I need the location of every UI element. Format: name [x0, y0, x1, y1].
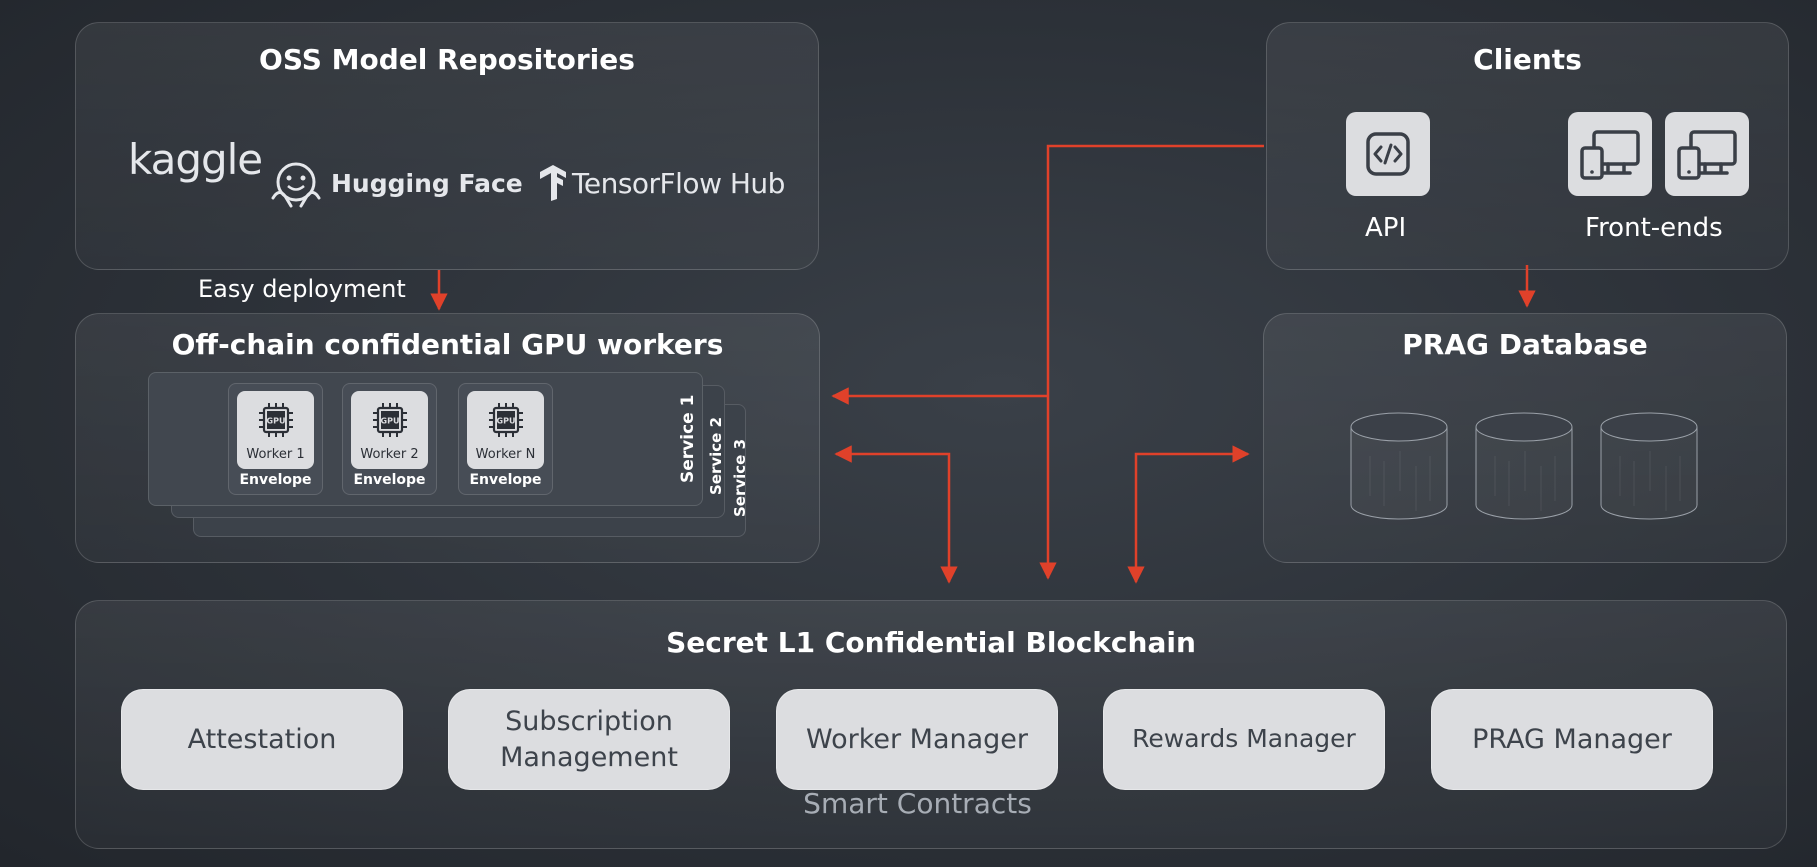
worker-label: Worker 1: [246, 447, 305, 462]
envelope-label: Envelope: [353, 472, 426, 488]
worker-card: GPU Worker N: [467, 391, 544, 469]
frontends-label: Front-ends: [1585, 213, 1723, 243]
gpu-chip-icon: GPU: [259, 403, 293, 437]
attestation-contract[interactable]: Attestation: [121, 689, 403, 790]
prag-manager-contract[interactable]: PRAG Manager: [1431, 689, 1713, 790]
clients-panel: Clients API Front-ends: [1266, 22, 1789, 270]
subscription-management-contract[interactable]: Subscription Management: [448, 689, 730, 790]
gpu-workers-title: Off-chain confidential GPU workers: [171, 328, 724, 361]
hugging-face-logo: Hugging Face: [331, 169, 523, 198]
hugging-face-icon: [271, 162, 321, 208]
envelope: GPU Worker 2 Envelope: [342, 383, 437, 495]
frontend-client[interactable]: [1665, 112, 1749, 196]
prag-database-title: PRAG Database: [1402, 328, 1648, 361]
arrow-workers-blockchain: [834, 445, 958, 584]
envelope-label: Envelope: [469, 472, 542, 488]
arrow-clients-trunk: [1039, 144, 1264, 580]
api-label: API: [1365, 213, 1407, 243]
frontend-client[interactable]: [1568, 112, 1652, 196]
service-2-label: Service 2: [707, 416, 725, 495]
worker-label: Worker N: [475, 447, 536, 462]
gpu-chip-label: GPU: [267, 417, 286, 426]
oss-repositories-title: OSS Model Repositories: [259, 43, 635, 76]
envelope: GPU Worker N Envelope: [458, 383, 553, 495]
api-client[interactable]: [1346, 112, 1430, 196]
gpu-chip-icon: GPU: [373, 403, 407, 437]
gpu-chip-label: GPU: [497, 417, 516, 426]
envelope-label: Envelope: [239, 472, 312, 488]
worker-card: GPU Worker 2: [351, 391, 428, 469]
blockchain-panel: Secret L1 Confidential Blockchain Attest…: [75, 600, 1787, 849]
kaggle-logo: kaggle: [128, 135, 263, 184]
database-icon: [1475, 412, 1573, 520]
blockchain-title: Secret L1 Confidential Blockchain: [666, 626, 1196, 659]
tensorflow-hub-logo: TensorFlow Hub: [572, 167, 785, 200]
gpu-chip-icon: GPU: [489, 403, 523, 437]
device-icon: [1677, 130, 1737, 180]
database-icon: [1350, 412, 1448, 520]
gpu-chip-label: GPU: [381, 417, 400, 426]
worker-label: Worker 2: [360, 447, 419, 462]
code-icon: [1366, 132, 1410, 176]
gpu-workers-panel: Off-chain confidential GPU workers Servi…: [75, 313, 820, 563]
envelope: GPU Worker 1 Envelope: [228, 383, 323, 495]
easy-deployment-label: Easy deployment: [198, 275, 406, 303]
device-icon: [1580, 130, 1640, 180]
service-3-label: Service 3: [731, 438, 749, 517]
service-1-label: Service 1: [678, 394, 698, 483]
smart-contracts-label: Smart Contracts: [803, 787, 1032, 820]
arrow-prag-blockchain: [1127, 445, 1250, 584]
worker-manager-contract[interactable]: Worker Manager: [776, 689, 1058, 790]
rewards-manager-contract[interactable]: Rewards Manager: [1103, 689, 1385, 790]
prag-database-panel: PRAG Database: [1263, 313, 1787, 563]
worker-card: GPU Worker 1: [237, 391, 314, 469]
tensorflow-icon: [540, 165, 566, 201]
database-icon: [1600, 412, 1698, 520]
oss-repositories-panel: OSS Model Repositories kaggle Hugging Fa…: [75, 22, 819, 270]
clients-title: Clients: [1473, 43, 1582, 76]
